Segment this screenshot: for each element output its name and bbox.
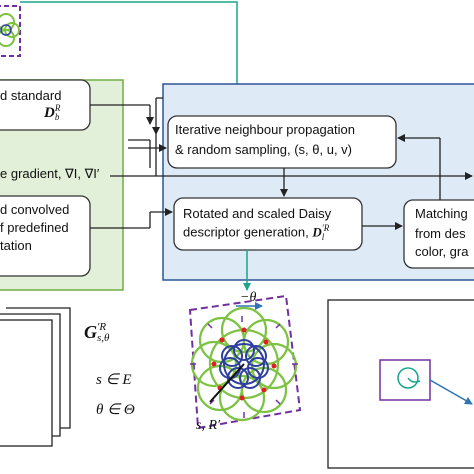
connector-arrows: [90, 97, 473, 230]
g-sup: ′R: [97, 321, 107, 334]
daisy-box-line1: Rotated and scaled Daisy: [183, 206, 332, 221]
daisy-descriptor-figure: [188, 294, 302, 430]
image-stack: [0, 307, 71, 447]
daisy-box: [173, 197, 363, 251]
target-image-frame: [327, 299, 474, 469]
convolved-box-line3: tation: [0, 238, 32, 253]
matching-box-line1: Matching: [415, 206, 468, 221]
g-sub: s,θ: [97, 332, 110, 345]
standard-box-line1: d standard: [0, 88, 62, 103]
daisy-box-line2: descriptor generation,: [183, 224, 309, 240]
standard-sub: b: [54, 112, 60, 122]
propagation-box-line1: Iterative neighbour propagation: [175, 122, 355, 137]
matching-box-line3: color, gra: [415, 244, 469, 259]
theta-in-theta-label: θ ∈ Θ: [96, 402, 135, 418]
standard-symbol: D: [44, 104, 55, 121]
s-r-label: s, R′: [196, 418, 221, 433]
propagation-box-line2: & random sampling, (s, θ, u, v): [175, 142, 353, 157]
small-daisy-thumbnail: [0, 5, 21, 57]
minus-theta-label: −θ: [240, 290, 257, 305]
thumbnail-connector: [20, 1, 238, 118]
standard-sup: R: [54, 103, 61, 113]
convolved-box-line1: d convolved: [0, 202, 70, 217]
g-symbol: G: [84, 322, 97, 342]
daisy-symbol: D: [312, 224, 322, 240]
daisy-sub: l: [321, 232, 325, 242]
matching-box: [403, 199, 474, 269]
matching-box-line2: from des: [415, 226, 466, 241]
s-in-e-label: s ∈ E: [96, 372, 132, 388]
gradient-label: e gradient, ∇I, ∇I′: [0, 166, 100, 181]
convolved-box: [0, 195, 91, 277]
daisy-sup: ′R: [321, 223, 330, 233]
propagation-box: [167, 115, 397, 169]
convolved-box-line2: f predefined: [0, 220, 69, 235]
